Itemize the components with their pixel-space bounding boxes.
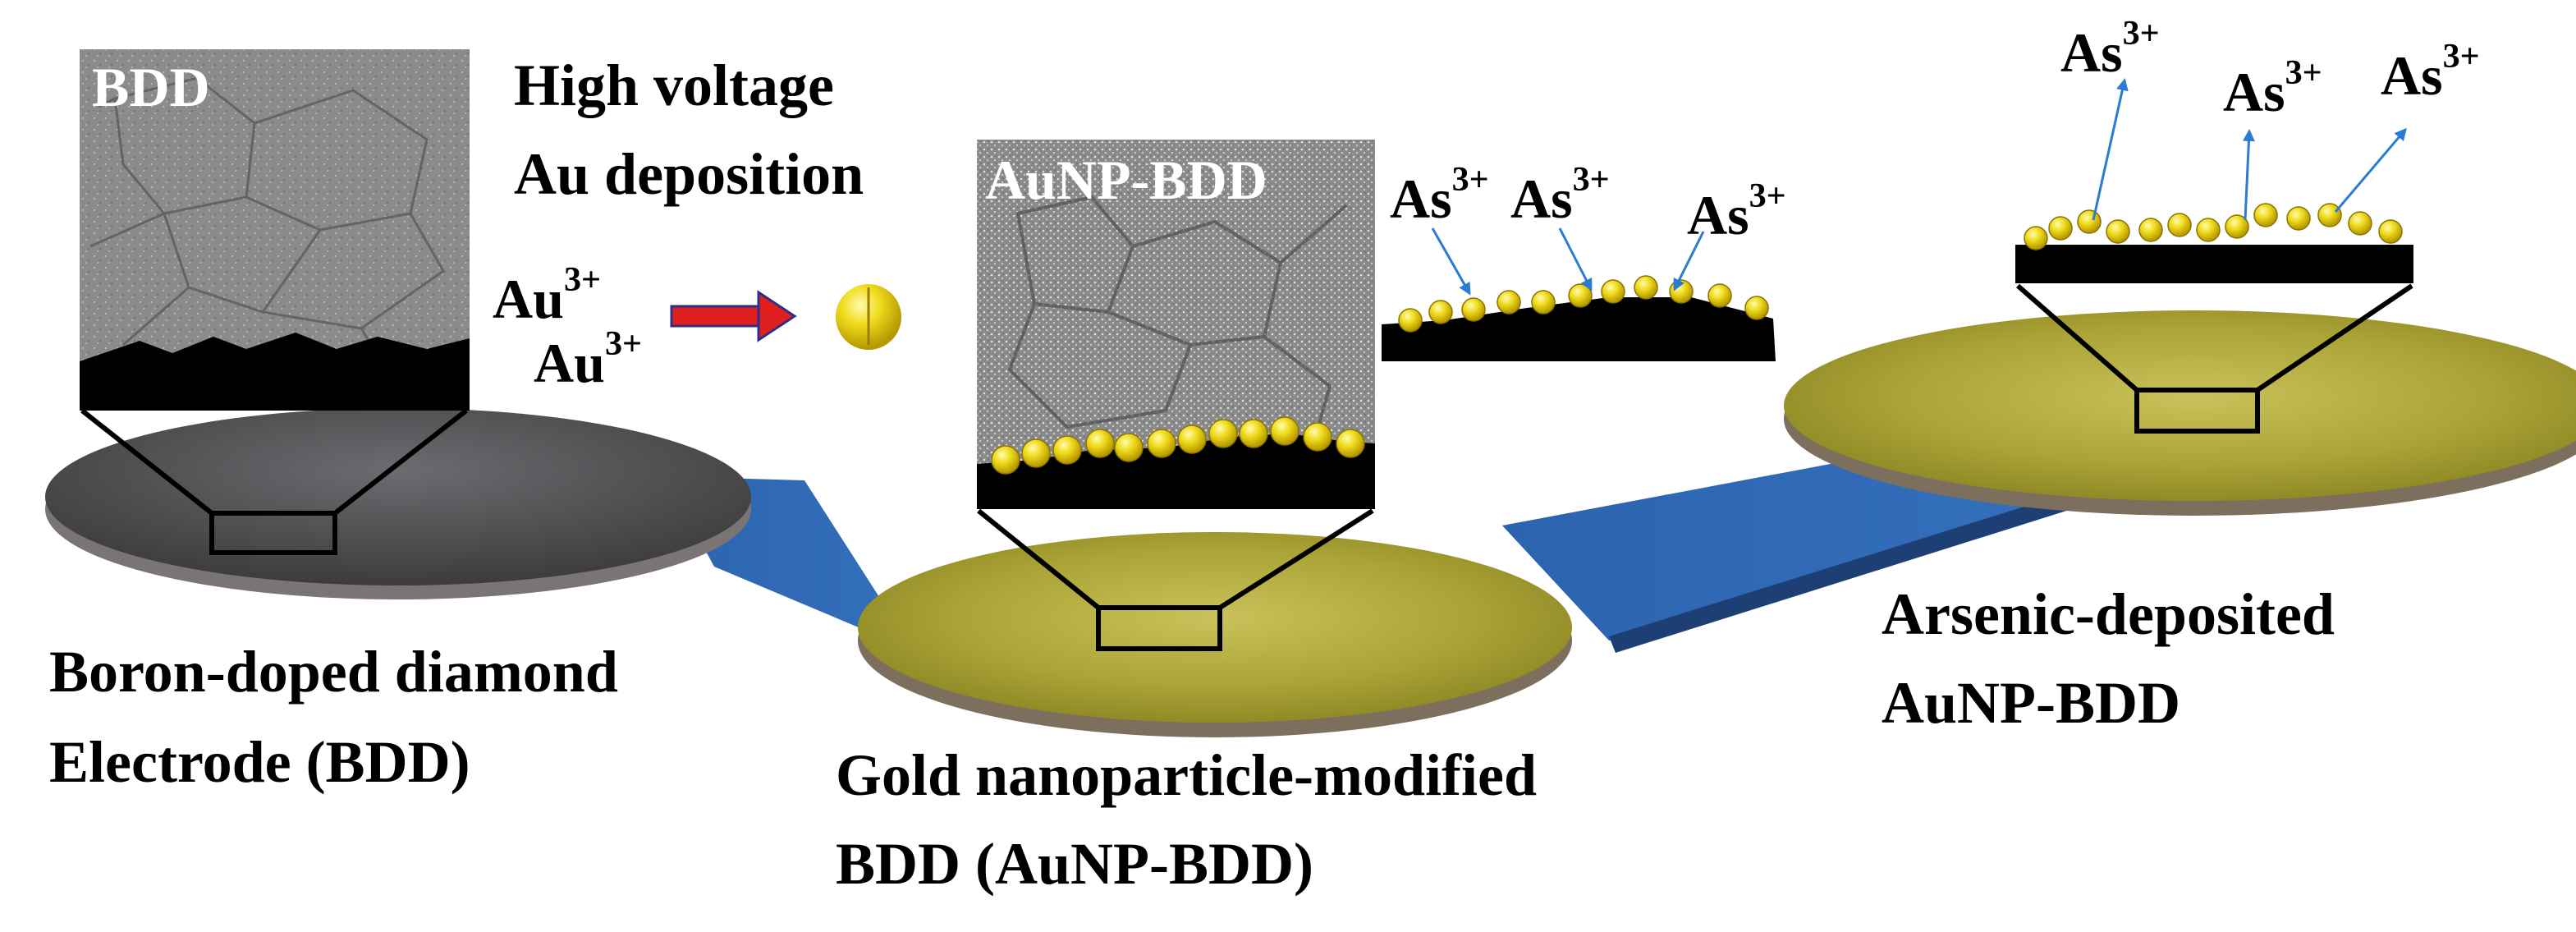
bdd-zoom-callout <box>80 408 468 555</box>
nanoparticle <box>1428 300 1453 324</box>
arsenic-substrate-strip <box>2015 245 2413 283</box>
nanoparticle <box>1497 290 1521 314</box>
nanoparticle <box>2225 214 2249 239</box>
arsenic-incoming-arrows <box>1431 227 1705 296</box>
gold-nanoparticle <box>836 284 901 350</box>
aunp-sem-tag: AuNP-BDD <box>985 149 1267 211</box>
deposition-arrow <box>670 290 797 342</box>
aunp-caption-line2: BDD (AuNP-BDD) <box>836 831 1313 897</box>
bdd-caption-line1: Boron-doped diamond <box>49 639 618 705</box>
nanoparticle <box>1601 279 1625 304</box>
arsenic-ion-label-1: As3+ <box>1390 160 1489 230</box>
nanoparticle <box>2167 213 2192 237</box>
sem-nanoparticle-layer <box>991 416 1365 475</box>
right-nanoparticle-layer <box>2024 203 2403 250</box>
nanoparticle <box>1568 283 1593 308</box>
bdd-caption-line2: Electrode (BDD) <box>49 729 470 795</box>
gold-ion-label-2: Au3+ <box>534 324 643 394</box>
nanoparticle <box>1398 308 1423 333</box>
nanoparticle <box>2138 218 2163 242</box>
bdd-sem-tag: BDD <box>92 56 210 118</box>
arsenic-outgoing-arrows <box>2092 78 2407 221</box>
nanoparticle <box>1239 419 1268 448</box>
nanoparticle <box>991 445 1020 475</box>
nanoparticle <box>1052 435 1082 465</box>
nanoparticle <box>1085 429 1115 458</box>
arsenic-ion-label-4: As3+ <box>2060 14 2160 84</box>
aunp-caption-line1: Gold nanoparticle-modified <box>836 742 1538 808</box>
nanoparticle <box>2253 203 2278 227</box>
nanoparticle <box>1303 422 1332 452</box>
nanoparticle <box>1531 290 1556 314</box>
connector-ribbon-right <box>1502 450 2069 640</box>
nanoparticle <box>1208 419 1238 448</box>
nanoparticle <box>1114 433 1144 462</box>
arsenic-caption-line2: AuNP-BDD <box>1882 670 2181 736</box>
nanoparticle <box>1177 425 1207 454</box>
nanoparticle <box>2378 219 2403 244</box>
nanoparticle <box>1744 296 1769 320</box>
nanoparticle <box>1707 283 1732 308</box>
nanoparticle <box>1336 429 1365 458</box>
nanoparticle <box>2286 206 2311 231</box>
arsenic-caption-line1: Arsenic-deposited <box>1882 581 2335 647</box>
deposition-label-line1: High voltage <box>514 53 834 118</box>
arsenic-ion-label-6: As3+ <box>2381 37 2480 107</box>
nanoparticle <box>1270 416 1299 446</box>
nanoparticle <box>1669 279 1694 304</box>
arsenic-ion-label-2: As3+ <box>1510 160 1610 230</box>
bdd-electrode-disk <box>45 408 751 599</box>
arsenic-ion-label-5: As3+ <box>2223 53 2322 123</box>
nanoparticle <box>1634 275 1658 300</box>
bdd-sem-image <box>80 49 470 411</box>
connector-ribbon-right-edge <box>1609 493 2077 653</box>
nanoparticle <box>2106 219 2130 244</box>
arsenic-ion-label-3: As3+ <box>1687 177 1786 246</box>
gold-ion-label-1: Au3+ <box>493 260 602 330</box>
nanoparticle <box>2317 203 2342 227</box>
nanoparticle <box>2048 216 2073 241</box>
nanoparticle <box>2196 218 2221 242</box>
nanoparticle <box>2348 211 2372 236</box>
nanoparticle <box>1147 429 1176 458</box>
arsenic-zoom-callout <box>2016 283 2413 434</box>
arsenic-aunp-bdd-electrode-disk <box>1784 310 2576 516</box>
nanoparticle <box>1021 438 1051 468</box>
aunp-zoom-callout <box>977 508 1374 651</box>
aunp-bdd-electrode-disk <box>858 532 1572 737</box>
aunp-substrate-strip <box>1382 297 1776 361</box>
nanoparticle <box>2077 209 2102 234</box>
nanoparticle <box>2024 226 2048 250</box>
nanoparticle <box>1461 297 1486 322</box>
deposition-label-line2: Au deposition <box>514 141 864 207</box>
